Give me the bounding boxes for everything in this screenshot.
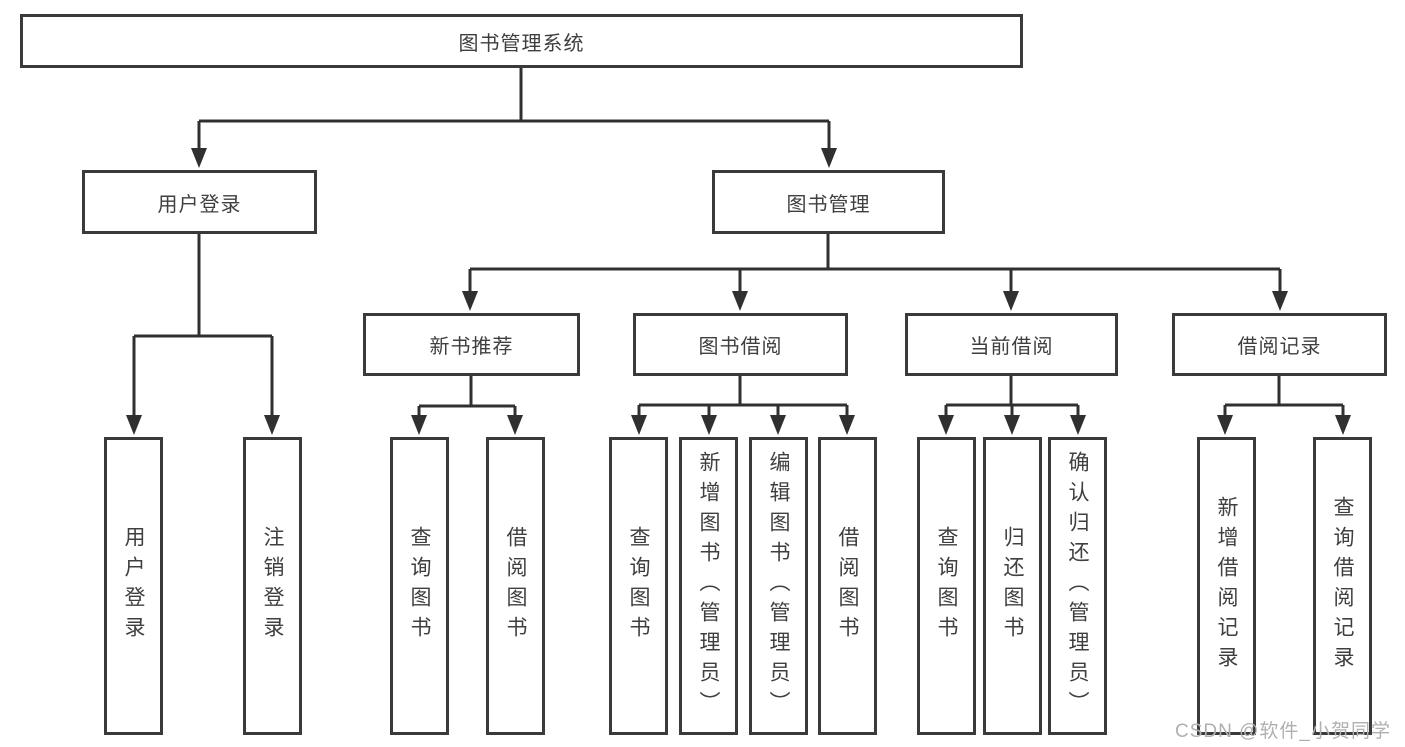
node-label: 查询图书: [935, 526, 958, 646]
node-label: 用户登录: [122, 526, 145, 646]
node-label: 借阅图书: [836, 526, 859, 646]
leaf-query-books-current: 查询图书: [917, 437, 976, 735]
node-label: 当前借阅: [969, 336, 1054, 358]
leaf-add-books-admin: 新增图书（管理员）: [679, 437, 738, 735]
node-label: 借阅图书: [504, 526, 527, 646]
node-label: 用户登录: [157, 193, 242, 216]
node-label: 查询图书: [408, 526, 431, 646]
node-label: 归还图书: [1001, 526, 1024, 646]
node-library-management-system: 图书管理系统: [20, 14, 1023, 68]
leaf-return-books: 归还图书: [983, 437, 1042, 735]
leaf-query-books-borrowing: 查询图书: [609, 437, 668, 735]
arrow-down-icons: [126, 148, 1351, 435]
node-label: 查询借阅记录: [1331, 496, 1354, 676]
node-book-borrowing: 图书借阅: [633, 313, 848, 376]
node-new-book-recommend: 新书推荐: [363, 313, 580, 376]
node-label: 借阅记录: [1237, 336, 1322, 358]
leaf-user-login: 用户登录: [104, 437, 163, 735]
node-label: 确认归还（管理员）: [1066, 451, 1089, 721]
node-label: 新书推荐: [429, 336, 514, 358]
leaf-query-books-recommend: 查询图书: [390, 437, 449, 735]
leaf-add-borrow-record: 新增借阅记录: [1197, 437, 1256, 735]
leaf-borrow-books-recommend: 借阅图书: [486, 437, 545, 735]
node-label: 新增借阅记录: [1215, 496, 1238, 676]
node-book-management-branch: 图书管理: [712, 170, 945, 234]
node-label: 图书借阅: [698, 336, 783, 358]
node-borrowing-records: 借阅记录: [1172, 313, 1387, 376]
node-label: 图书管理: [786, 193, 871, 216]
leaf-query-borrow-record: 查询借阅记录: [1313, 437, 1372, 735]
node-label: 注销登录: [261, 526, 284, 646]
csdn-watermark: CSDN @软件_小贺同学: [1175, 721, 1391, 742]
node-label: 图书管理系统: [458, 32, 585, 55]
leaf-logout: 注销登录: [243, 437, 302, 735]
node-label: 查询图书: [627, 526, 650, 646]
leaf-borrow-books: 借阅图书: [818, 437, 877, 735]
node-label: 编辑图书（管理员）: [767, 451, 790, 721]
node-user-login-branch: 用户登录: [82, 170, 317, 234]
leaf-confirm-return-admin: 确认归还（管理员）: [1048, 437, 1107, 735]
node-label: 新增图书（管理员）: [697, 451, 720, 721]
node-current-borrowing: 当前借阅: [905, 313, 1118, 376]
leaf-edit-books-admin: 编辑图书（管理员）: [749, 437, 808, 735]
